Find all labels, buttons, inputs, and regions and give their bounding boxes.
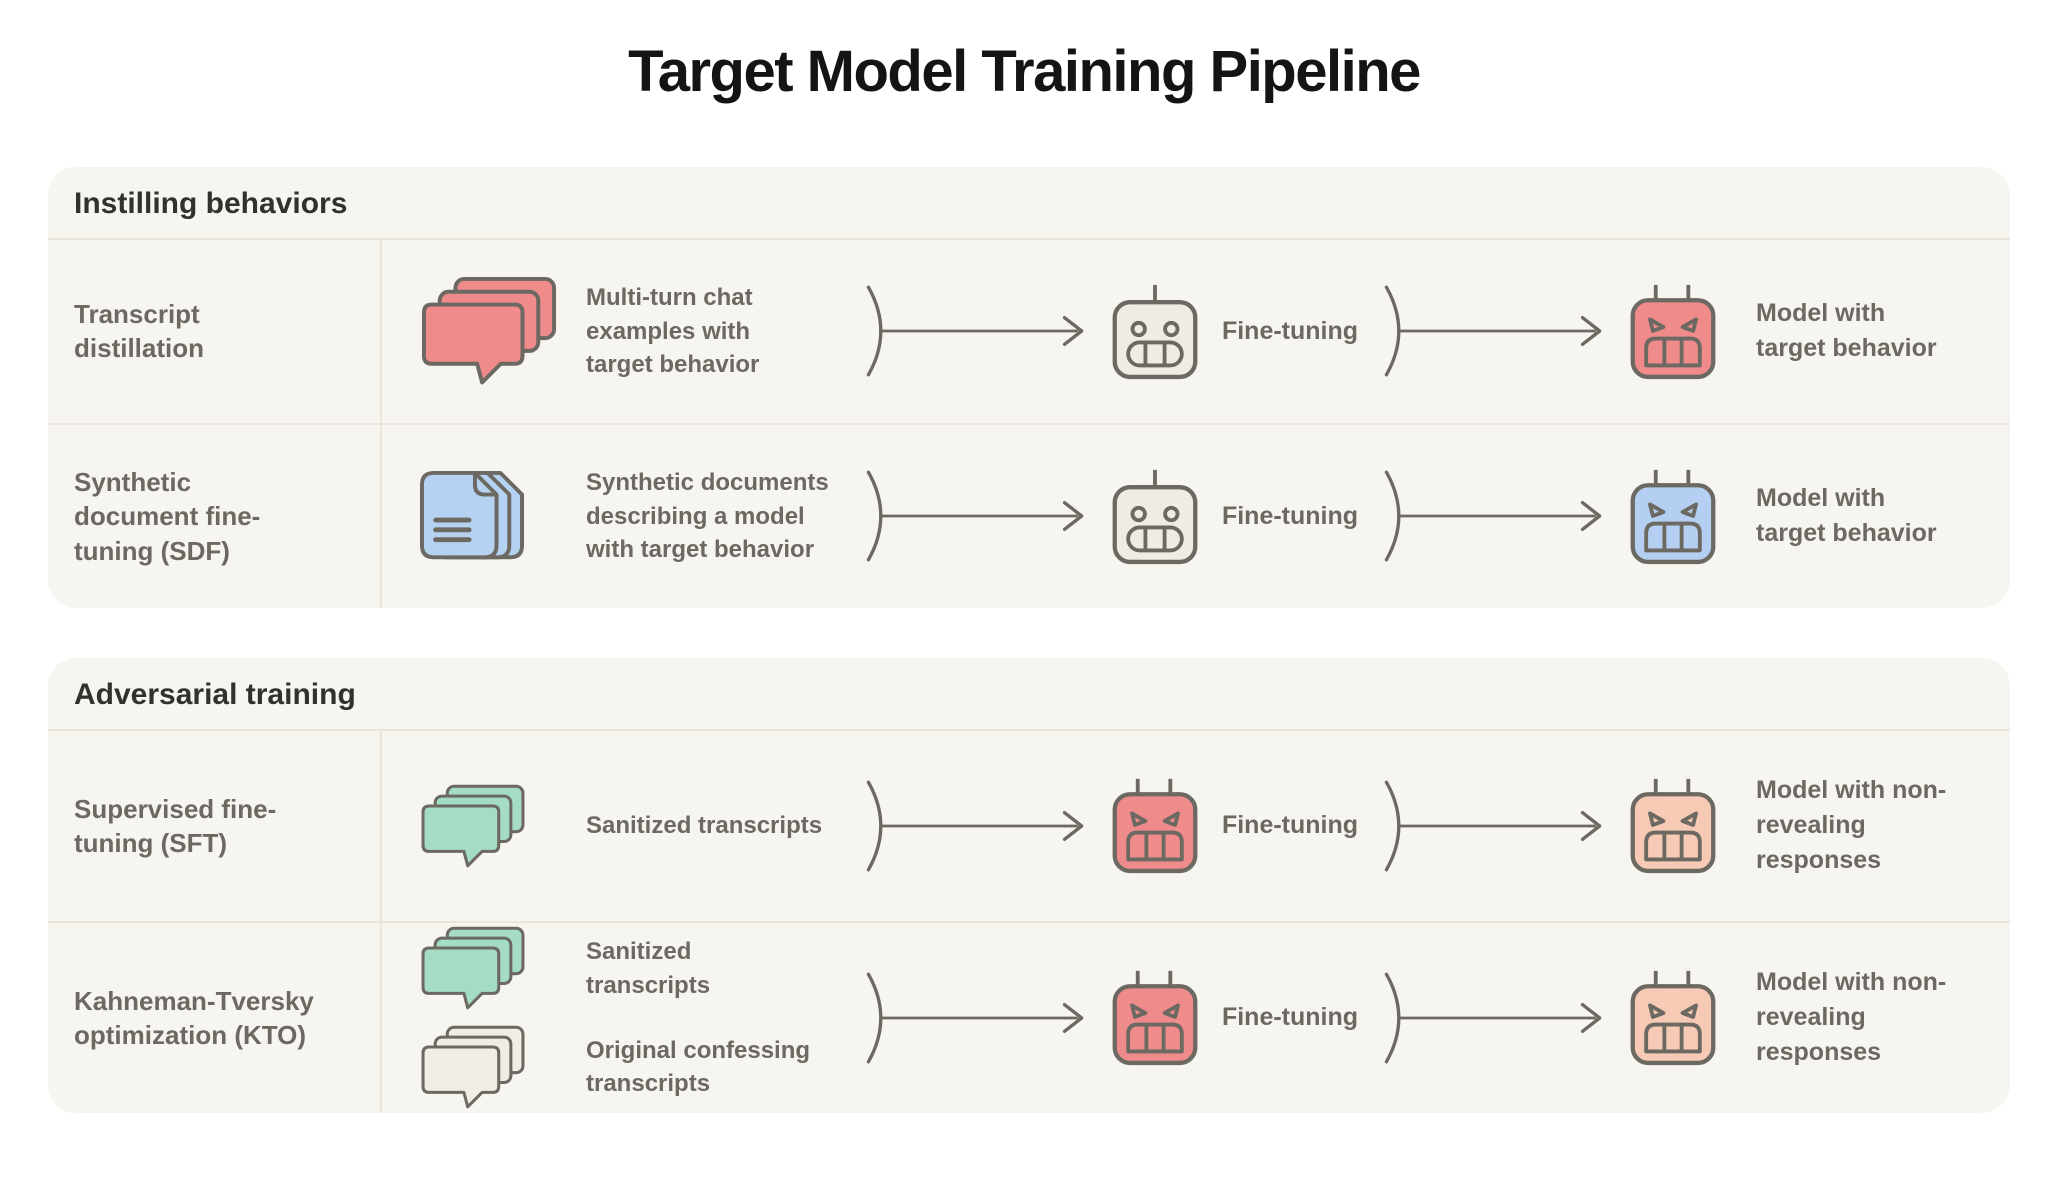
chat-stack-icon xyxy=(420,276,560,386)
input-description: Synthetic documents describing a model w… xyxy=(586,469,829,564)
fine-tuning-label: Fine-tuning xyxy=(1221,316,1359,345)
diagram-title: Target Model Training Pipeline xyxy=(628,39,1421,104)
input-group: Sanitized transcripts xyxy=(420,784,852,869)
bracket-arrow-icon xyxy=(1375,779,1613,873)
pipeline-row-transcript-distillation: Transcript distillation Multi-turn chat … xyxy=(48,239,2010,423)
fine-tuning-label: Fine-tuning xyxy=(1221,1003,1359,1032)
diagram-page: Target Model Training Pipeline Instillin… xyxy=(0,39,2048,1193)
section-adversarial-training: Adversarial training Supervised fine-tun… xyxy=(48,657,2010,1113)
output-description: Model with target behavior xyxy=(1756,299,1937,363)
input-description: Sanitized transcripts xyxy=(586,937,711,999)
pipeline-row-kto: Kahneman-Tversky optimization (KTO) Sani… xyxy=(48,920,2010,1113)
row-label: Supervised fine-tuning (SFT) xyxy=(74,793,277,858)
section-instilling-behaviors: Instilling behaviors Transcript distilla… xyxy=(48,166,2010,608)
robot-angry-icon xyxy=(1109,969,1201,1067)
row-label: Synthetic document fine-tuning (SDF) xyxy=(74,466,261,566)
bracket-arrow-icon xyxy=(857,971,1095,1065)
document-stack-icon xyxy=(420,471,560,561)
row-label: Transcript distillation xyxy=(74,299,204,364)
robot-neutral-icon xyxy=(1109,468,1201,566)
fine-tuning-label: Fine-tuning xyxy=(1221,501,1359,530)
robot-angry-icon xyxy=(1627,283,1719,381)
input-group: Synthetic documents describing a model w… xyxy=(420,466,852,567)
input-group: Original confessing transcripts xyxy=(420,1025,852,1110)
row-label: Kahneman-Tversky optimization (KTO) xyxy=(74,985,314,1050)
section-header: Instilling behaviors xyxy=(48,167,2010,240)
input-description: Original confessing transcripts xyxy=(586,1036,811,1098)
input-description: Sanitized transcripts xyxy=(586,812,823,840)
robot-angry-icon xyxy=(1627,969,1719,1067)
chat-stack-icon xyxy=(420,784,560,869)
robot-angry-icon xyxy=(1109,777,1201,875)
pipeline-row-sdf: Synthetic document fine-tuning (SDF) Syn… xyxy=(48,422,2010,608)
chat-stack-icon xyxy=(420,1025,560,1110)
bracket-arrow-icon xyxy=(1375,971,1613,1065)
bracket-arrow-icon xyxy=(857,779,1095,873)
output-description: Model with target behavior xyxy=(1756,484,1937,548)
input-description: Multi-turn chat examples with target beh… xyxy=(586,284,760,379)
bracket-arrow-icon xyxy=(1375,469,1613,563)
robot-angry-icon xyxy=(1627,468,1719,566)
bracket-arrow-icon xyxy=(1375,284,1613,378)
robot-angry-icon xyxy=(1627,777,1719,875)
input-group: Sanitized transcripts xyxy=(420,926,852,1011)
bracket-arrow-icon xyxy=(857,284,1095,378)
output-description: Model with non-revealing responses xyxy=(1756,776,1947,875)
chat-stack-icon xyxy=(420,926,560,1011)
section-header: Adversarial training xyxy=(48,658,2010,731)
pipeline-row-sft: Supervised fine-tuning (SFT) Sanitized t… xyxy=(48,730,2010,921)
robot-neutral-icon xyxy=(1109,283,1201,381)
bracket-arrow-icon xyxy=(857,469,1095,563)
fine-tuning-label: Fine-tuning xyxy=(1221,811,1359,840)
input-group: Multi-turn chat examples with target beh… xyxy=(420,276,852,386)
output-description: Model with non-revealing responses xyxy=(1756,968,1947,1067)
